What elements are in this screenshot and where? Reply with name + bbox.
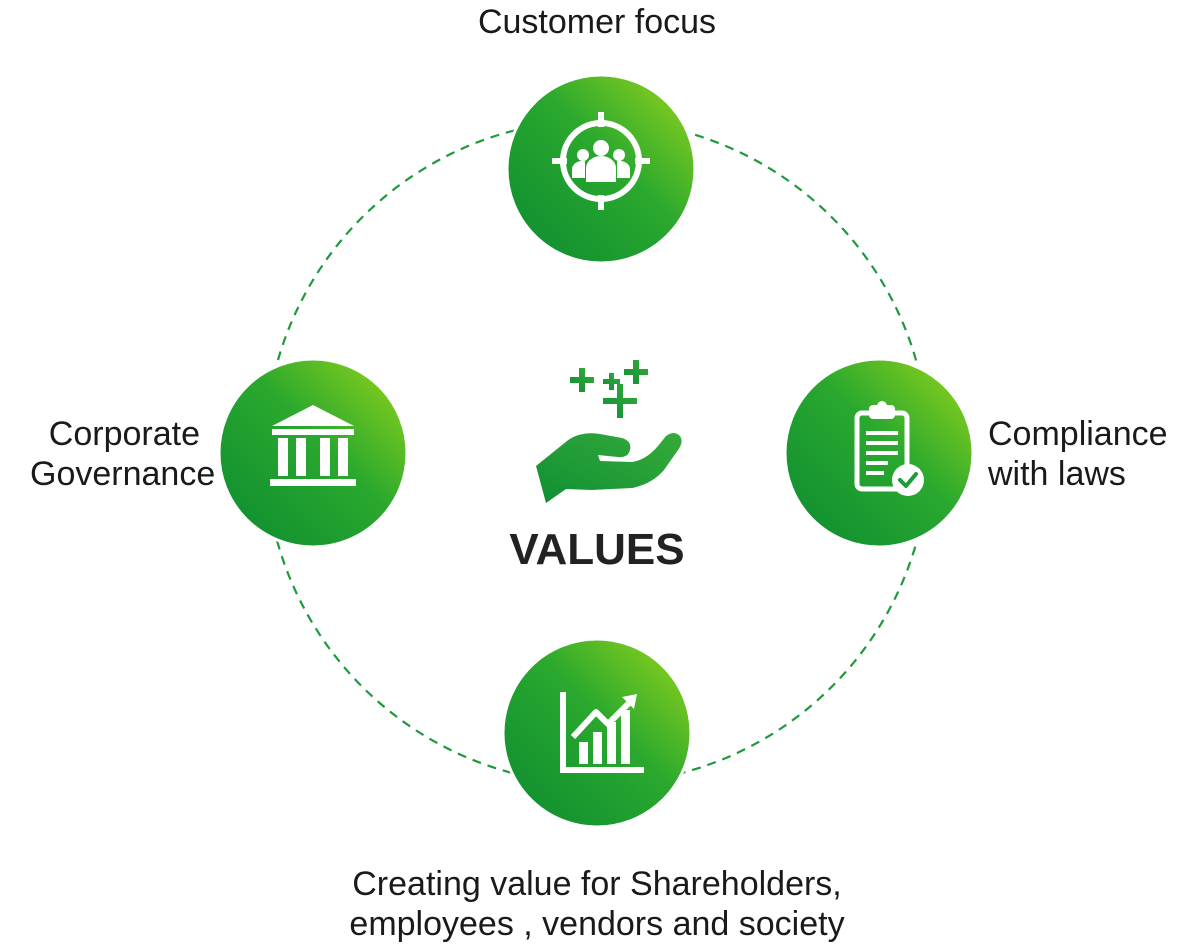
label-corporate-governance-line-2: Governance: [30, 455, 216, 493]
label-corporate-governance: Corporate Governance: [30, 414, 216, 494]
hand-plus-icon: [536, 360, 682, 503]
customer-target-icon: [552, 112, 650, 210]
label-customer-focus-line-1: Customer focus: [477, 3, 717, 41]
center-title: VALUES: [509, 525, 685, 574]
node-corporate-governance: [217, 357, 409, 549]
label-customer-focus: Customer focus: [0, 2, 1194, 42]
label-creating-value: Creating value for Shareholders, employe…: [0, 864, 1194, 944]
growth-chart-icon: [560, 692, 644, 773]
label-compliance-line-1: Compliance: [988, 415, 1168, 453]
label-corporate-governance-line-1: Corporate: [48, 415, 200, 453]
bank-building-icon: [270, 405, 356, 486]
node-compliance: [783, 357, 975, 549]
label-compliance: Compliance with laws: [988, 414, 1188, 494]
clipboard-check-icon: [854, 401, 924, 496]
label-compliance-line-2: with laws: [988, 455, 1126, 493]
label-creating-value-line-1: Creating value for Shareholders,: [352, 865, 842, 903]
label-creating-value-line-2: employees , vendors and society: [349, 905, 845, 943]
node-creating-value: [501, 637, 693, 829]
node-customer-focus: [505, 73, 697, 265]
